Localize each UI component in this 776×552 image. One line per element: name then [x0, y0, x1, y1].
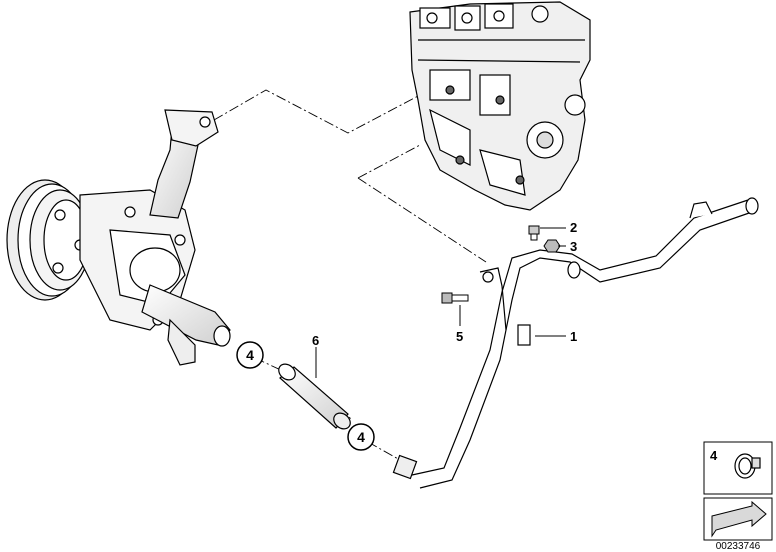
- engine-block: [409, 1, 591, 211]
- legend-box: 4 00233746: [703, 441, 773, 552]
- coolant-hose: [278, 363, 351, 430]
- callout-5: 5: [456, 329, 463, 344]
- legend-clamp-number: 4: [710, 448, 718, 463]
- hose-clamp-icon: [734, 453, 761, 479]
- callout-circle-4a: 4: [236, 341, 264, 369]
- coolant-pipe: [392, 197, 759, 489]
- callout-circle-4b: 4: [347, 423, 375, 451]
- callout-4a-label: 4: [246, 347, 254, 363]
- nut-part: [543, 239, 561, 253]
- callout-6: 6: [312, 333, 319, 348]
- arrow-icon: [711, 500, 767, 538]
- callout-3: 3: [570, 239, 577, 254]
- callout-2: 2: [570, 220, 577, 235]
- callout-leaders: [315, 227, 566, 378]
- bolt-small-part: [528, 225, 540, 241]
- callout-4b-label: 4: [357, 429, 365, 445]
- water-pump: [6, 109, 231, 366]
- callout-1: 1: [570, 329, 577, 344]
- document-number: 00233746: [716, 541, 761, 552]
- bolt-part: [441, 292, 469, 304]
